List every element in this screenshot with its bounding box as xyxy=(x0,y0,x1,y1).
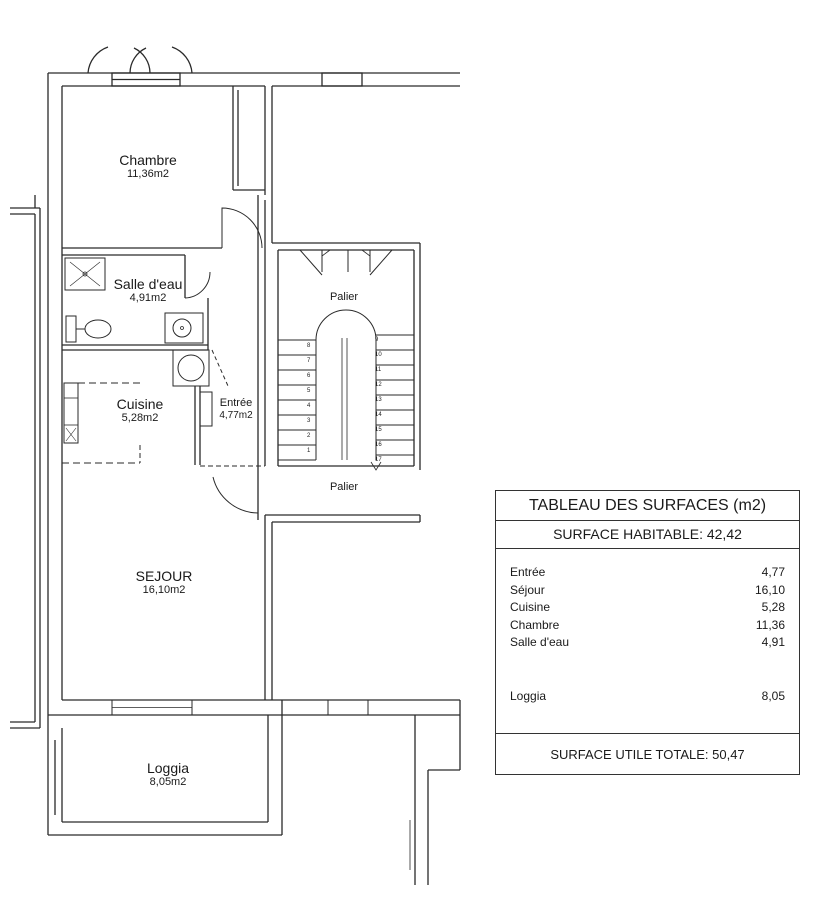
room-area: 4,77m2 xyxy=(219,410,253,421)
room-area: 16,10m2 xyxy=(142,584,186,596)
stair-step-number: 8 xyxy=(307,343,311,349)
stair-step-number: 12 xyxy=(375,382,382,388)
surface-table: TABLEAU DES SURFACES (m2) SURFACE HABITA… xyxy=(495,490,800,775)
room-name: Chambre xyxy=(119,152,177,168)
room-area: 5,28m2 xyxy=(121,412,159,424)
left-neighbor-walls xyxy=(10,195,41,729)
surface-row: Salle d'eau 4,91 xyxy=(510,634,785,652)
stair-step-number: 2 xyxy=(307,433,311,439)
surface-row-label: Entrée xyxy=(510,565,546,579)
stair-step-number: 7 xyxy=(307,358,311,364)
cuisine-entree-walls xyxy=(62,195,266,520)
surface-row-value: 4,77 xyxy=(761,565,785,579)
room-salle-eau: Salle d'eau 4,91m2 xyxy=(114,276,183,305)
room-name: Entrée xyxy=(219,397,253,409)
room-name: Salle d'eau xyxy=(113,276,183,292)
stair-step-number: 16 xyxy=(375,442,382,448)
surface-row-value: 8,05 xyxy=(761,688,785,703)
room-sejour: SEJOUR 16,10m2 xyxy=(136,568,193,597)
surface-total: SURFACE UTILE TOTALE: 50,47 xyxy=(550,747,745,762)
room-area: 8,05m2 xyxy=(149,776,187,788)
surface-row: Chambre 11,36 xyxy=(510,617,785,635)
stair-step-number: 5 xyxy=(307,388,311,394)
stair-step-number: 17 xyxy=(375,457,382,463)
surface-rows-extra: Loggia 8,05 xyxy=(510,688,785,706)
stair-step-number: 4 xyxy=(307,403,311,409)
stair-step-number: 9 xyxy=(375,337,379,343)
stair-step-number: 10 xyxy=(375,352,382,358)
stair-step-number: 6 xyxy=(307,373,311,379)
stair-step-number: 3 xyxy=(307,418,311,424)
room-cuisine: Cuisine 5,28m2 xyxy=(117,396,164,425)
room-name: Loggia xyxy=(146,760,190,776)
landing-upper-label: Palier xyxy=(329,291,359,303)
room-area: 11,36m2 xyxy=(127,168,169,180)
stairwell xyxy=(271,200,421,471)
stair-step-number: 13 xyxy=(375,397,382,403)
surface-row-value: 11,36 xyxy=(755,617,785,632)
room-loggia: Loggia 8,05m2 xyxy=(147,760,189,789)
surface-row: Entrée 4,77 xyxy=(510,564,785,582)
surface-row-value: 5,28 xyxy=(761,600,785,614)
stair-step-number: 14 xyxy=(375,412,382,418)
stair-step-number: 15 xyxy=(375,427,382,433)
surface-row: Loggia 8,05 xyxy=(510,688,785,706)
surface-row-label: Loggia xyxy=(510,688,547,703)
surface-row-label: Chambre xyxy=(510,617,560,632)
right-neighbor-walls xyxy=(409,700,461,885)
surface-row-label: Séjour xyxy=(510,582,545,597)
surface-row-value: 4,91 xyxy=(761,635,785,649)
surface-row-value: 16,10 xyxy=(754,582,785,597)
sejour-walls xyxy=(48,514,460,716)
room-name: SEJOUR xyxy=(135,568,193,584)
room-chambre: Chambre 11,36m2 xyxy=(119,152,177,181)
surface-table-title: TABLEAU DES SURFACES (m2) xyxy=(496,491,799,521)
surface-row: Cuisine 5,28 xyxy=(510,599,785,617)
surface-habitable: SURFACE HABITABLE: 42,42 xyxy=(496,521,799,549)
surface-row-label: Salle d'eau xyxy=(510,635,570,649)
room-entree: Entrée 4,77m2 xyxy=(219,397,252,422)
surface-row-label: Cuisine xyxy=(510,600,551,614)
surface-row: Séjour 16,10 xyxy=(510,582,785,600)
chambre-walls xyxy=(62,86,273,298)
room-area: 4,91m2 xyxy=(129,292,167,304)
stair-step-number: 11 xyxy=(375,367,382,373)
room-name: Cuisine xyxy=(116,396,164,412)
landing-lower-label: Palier xyxy=(329,481,359,493)
exterior-walls xyxy=(47,46,460,836)
stair-step-number: 1 xyxy=(307,448,311,454)
